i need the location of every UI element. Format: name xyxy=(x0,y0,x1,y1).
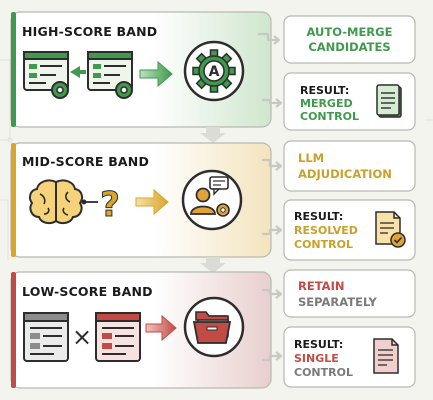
low-connectors xyxy=(262,288,283,362)
low-outcome-card: RETAIN SEPARATELY xyxy=(283,269,416,318)
mid-band-title: MID-SCORE BAND xyxy=(22,154,149,169)
arrow-icon xyxy=(145,314,177,342)
high-score-band: HIGH-SCORE BAND xyxy=(10,11,272,128)
band-connector-1 xyxy=(200,127,226,143)
low-outcome-line1: RETAIN xyxy=(298,279,344,293)
band-connector-2 xyxy=(200,257,226,273)
arrow-icon xyxy=(70,66,86,78)
gear-a-icon: A xyxy=(183,40,245,102)
mid-connectors xyxy=(262,158,283,236)
low-result-line2: SINGLE xyxy=(294,352,339,365)
gear-letter: A xyxy=(209,64,220,80)
high-result-line2: MERGED xyxy=(300,97,353,110)
background-decoration xyxy=(0,59,433,260)
low-result-line3: CONTROL xyxy=(294,366,353,379)
low-score-band: LOW-SCORE BAND × xyxy=(10,271,272,389)
times-icon: × xyxy=(72,323,92,351)
arrow-icon xyxy=(139,60,173,88)
high-outcome-card: AUTO-MERGE CANDIDATES xyxy=(283,15,416,64)
high-outcome-line1: AUTO-MERGE xyxy=(307,25,393,39)
high-result-line3: CONTROL xyxy=(300,110,359,123)
mid-result-line2: RESOLVED xyxy=(294,224,358,237)
high-result-line1: RESULT: xyxy=(300,84,349,97)
document-check-icon xyxy=(375,211,406,248)
high-connectors xyxy=(258,32,283,108)
document-lines-icon xyxy=(373,338,399,374)
mid-outcome-line2: ADJUDICATION xyxy=(298,167,392,181)
mid-score-band: MID-SCORE BAND ? xyxy=(10,142,272,258)
high-outcome-line2: CANDIDATES xyxy=(308,40,390,54)
low-result-card: RESULT: SINGLE CONTROL xyxy=(283,326,416,388)
mid-result-line1: RESULT: xyxy=(294,210,343,223)
mid-result-line3: CONTROL xyxy=(294,238,353,251)
mid-result-card: RESULT: RESOLVED CONTROL xyxy=(283,199,416,261)
mid-outcome-line1: LLM xyxy=(298,151,324,165)
document-icon xyxy=(376,84,402,118)
arrow-icon xyxy=(135,188,169,216)
high-result-card: RESULT: MERGED CONTROL xyxy=(283,72,416,131)
brain-icon xyxy=(28,179,84,225)
document-gear-icon xyxy=(87,51,133,99)
low-outcome-line2: SEPARATELY xyxy=(298,295,378,309)
low-band-title: LOW-SCORE BAND xyxy=(22,284,153,299)
folder-cabinet-icon xyxy=(183,296,245,358)
person-gear-chat-icon xyxy=(181,169,243,231)
question-icon: ? xyxy=(100,185,120,225)
high-band-title: HIGH-SCORE BAND xyxy=(22,24,157,39)
browser-window-icon xyxy=(23,312,69,362)
low-result-line1: RESULT: xyxy=(294,338,343,351)
mid-outcome-card: LLM ADJUDICATION xyxy=(283,140,416,192)
document-gear-icon xyxy=(23,51,69,99)
link-dot xyxy=(81,199,87,205)
browser-window-icon xyxy=(95,312,141,362)
